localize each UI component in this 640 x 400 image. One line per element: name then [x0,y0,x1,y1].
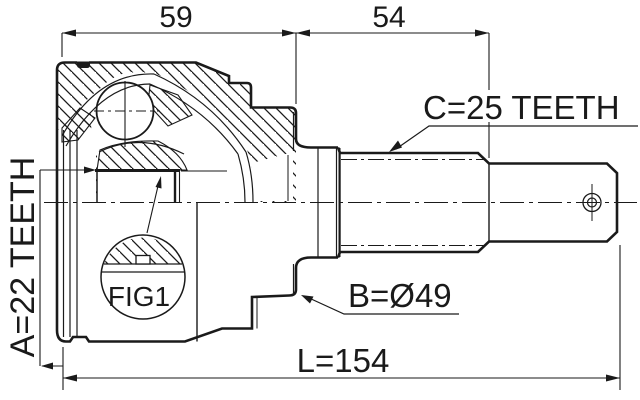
top-detent-notch [77,61,90,68]
fig1-label: FIG1 [108,281,170,312]
inner-spline-bore [95,169,227,202]
inner-spline-label: A=22 TEETH [4,157,42,358]
fig1-detail-circle: FIG1 [100,176,186,320]
ball-bearing [94,81,160,147]
callout-diameter: B=Ø49 [301,277,459,315]
dimension-59: 59 [62,1,296,37]
dim-59-text: 59 [159,1,192,34]
leader-arrow [301,295,314,304]
dimension-inner-spline: A=22 TEETH [4,157,96,370]
housing-section-upper [57,62,296,203]
spline-tooth-profile [135,254,151,265]
dimension-54: 54 [296,1,489,37]
length-label: L=154 [297,342,390,379]
housing-outline [55,61,338,343]
cage-arcs [61,73,254,203]
dimension-length: L=154 [63,342,620,382]
dim-54-text: 54 [372,1,405,34]
diameter-label: B=Ø49 [348,277,452,314]
outer-spline-label: C=25 TEETH [423,89,620,126]
fig1-leader-arrow [155,176,162,189]
callout-outer-spline: C=25 TEETH [389,89,638,152]
leader-arrow [389,140,402,152]
